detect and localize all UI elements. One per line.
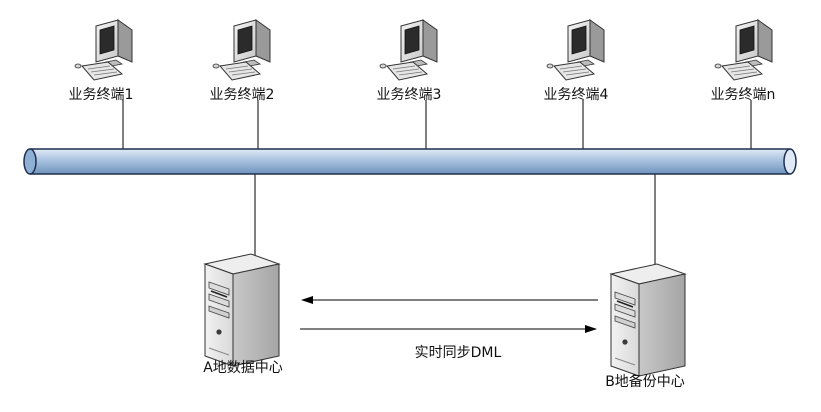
terminal-label: 业务终端3 [377, 87, 442, 103]
terminal-2: 业务终端2 [210, 19, 275, 103]
desktop-computer-icon [379, 19, 438, 81]
server-a-label: A地数据中心 [203, 360, 283, 376]
desktop-computer-icon [212, 19, 271, 81]
terminal-n: 业务终端n [711, 19, 776, 103]
sync-arrows [300, 296, 598, 333]
server-b-label: B地备份中心 [605, 373, 685, 390]
server-tower-icon [204, 253, 280, 367]
terminal-label: 业务终端1 [69, 87, 134, 103]
terminal-4: 业务终端4 [544, 19, 609, 103]
terminal-1: 业务终端1 [69, 19, 134, 103]
terminal-label: 业务终端4 [544, 87, 609, 103]
terminal-label: 业务终端2 [210, 87, 275, 103]
server-b: B地备份中心 [605, 263, 686, 390]
network-bus [23, 148, 797, 175]
sync-label: 实时同步DML [415, 345, 502, 361]
desktop-computer-icon [74, 19, 133, 81]
terminal-connectors [122, 100, 752, 150]
terminal-3: 业务终端3 [377, 19, 442, 103]
terminal-label: 业务终端n [711, 87, 776, 103]
desktop-computer-icon [714, 19, 773, 81]
server-connectors [254, 174, 656, 266]
server-a: A地数据中心 [203, 253, 283, 376]
server-tower-icon [610, 263, 686, 377]
desktop-computer-icon [546, 19, 605, 81]
